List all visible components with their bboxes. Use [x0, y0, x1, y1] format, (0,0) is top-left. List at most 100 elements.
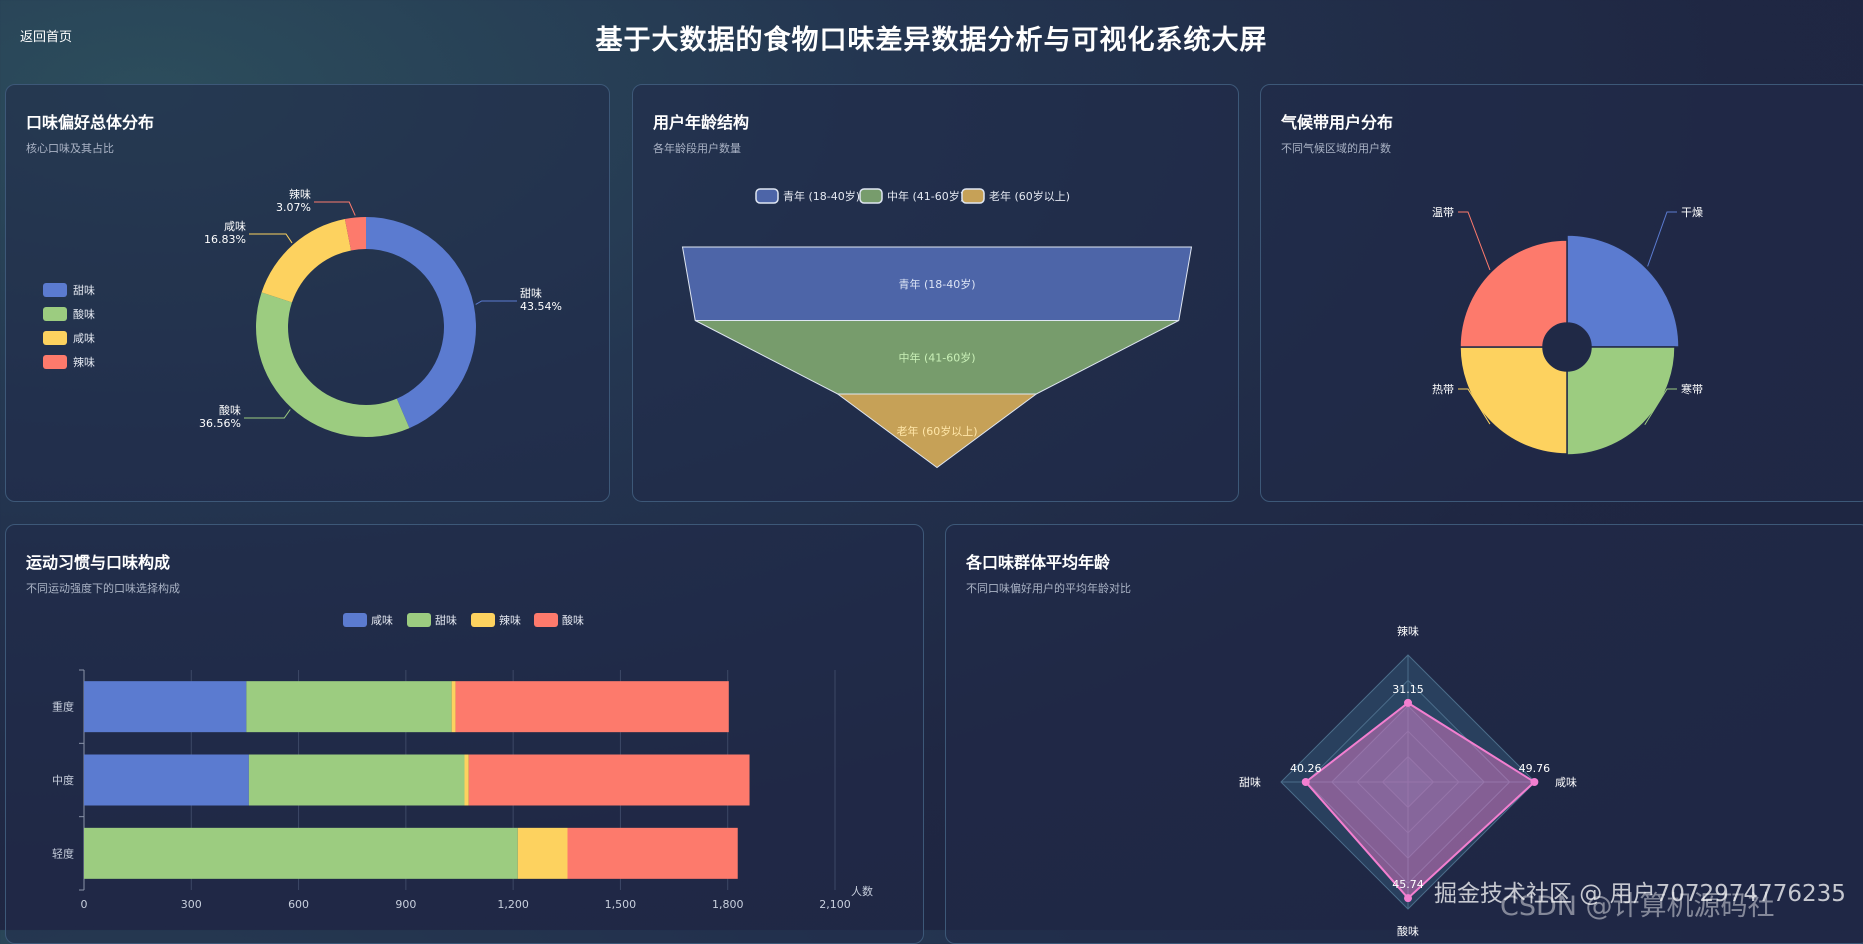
rose-slice-3[interactable]: [1459, 239, 1568, 348]
bar-segment-酸味[interactable]: [468, 754, 750, 806]
legend-label[interactable]: 老年 (60岁以上): [989, 189, 1070, 203]
bar-segment-酸味[interactable]: [455, 681, 729, 733]
bar-segment-甜味[interactable]: [246, 681, 452, 733]
radar-indicator-label: 甜味: [1239, 776, 1261, 789]
legend-swatch[interactable]: [43, 355, 67, 369]
bar-segment-甜味[interactable]: [84, 827, 518, 879]
legend-label[interactable]: 酸味: [562, 613, 584, 627]
bar-segment-辣味[interactable]: [517, 827, 568, 879]
slice-name-label: 甜味: [520, 287, 542, 300]
radar-point[interactable]: [1404, 894, 1412, 903]
radar-indicator-label: 咸味: [1555, 776, 1577, 789]
radar-value-label: 31.15: [1392, 683, 1424, 696]
legend-swatch[interactable]: [43, 331, 67, 345]
x-tick-label: 1,500: [605, 898, 637, 911]
radar-point[interactable]: [1404, 698, 1412, 707]
legend-label[interactable]: 甜味: [435, 614, 457, 627]
legend-swatch[interactable]: [43, 283, 67, 297]
legend-label[interactable]: 咸味: [371, 614, 393, 627]
age-funnel-chart[interactable]: 青年 (18-40岁) 青年 (18-40岁) 中年 (41-60岁) 中年 (41-…: [633, 85, 1239, 502]
slice-label: 寒带: [1681, 382, 1703, 396]
panel-title: 口味偏好总体分布: [26, 113, 155, 132]
rose-slice-2[interactable]: [1459, 346, 1568, 455]
slice-label: 温带: [1432, 206, 1454, 219]
legend-swatch[interactable]: [407, 613, 431, 627]
panel-title: 运动习惯与口味构成: [26, 553, 171, 572]
legend-label[interactable]: 中年 (41-60岁): [887, 189, 964, 203]
x-tick-label: 0: [81, 898, 88, 911]
bar-segment-甜味[interactable]: [248, 754, 465, 806]
legend-swatch[interactable]: [961, 188, 985, 204]
slice-percent-label: 43.54%: [520, 300, 562, 313]
label-line: [249, 233, 293, 244]
bar-segment-酸味[interactable]: [567, 827, 738, 879]
y-category-label: 轻度: [52, 846, 74, 860]
label-line: [1458, 388, 1491, 425]
x-axis-label: 人数: [851, 885, 873, 898]
donut-slice-2[interactable]: [261, 219, 352, 303]
donut-slice-0[interactable]: [366, 217, 476, 429]
legend-swatch[interactable]: [859, 188, 883, 204]
legend-label[interactable]: 青年 (18-40岁): [783, 189, 860, 203]
label-line: [1647, 211, 1677, 267]
legend-label[interactable]: 辣味: [499, 613, 521, 627]
legend-swatch[interactable]: [43, 307, 67, 321]
radar-indicator-label: 酸味: [1397, 924, 1419, 938]
label-line: [314, 201, 356, 216]
rose-slice-1[interactable]: [1566, 346, 1676, 456]
age-structure-panel: 用户年龄结构 各年龄段用户数量 青年 (18-40岁) 青年 (18-40岁) 中年…: [632, 84, 1239, 502]
bar-segment-咸味[interactable]: [84, 754, 249, 806]
bar-segment-辣味[interactable]: [451, 681, 456, 733]
slice-percent-label: 3.07%: [276, 201, 311, 214]
slice-percent-label: 16.83%: [204, 233, 246, 246]
slice-label: 干燥: [1681, 206, 1703, 219]
radar-value-label: 49.76: [1519, 762, 1551, 775]
panel-subtitle: 各年龄段用户数量: [653, 142, 741, 155]
funnel-layer-label: 老年 (60岁以上): [896, 424, 977, 438]
panel-title: 气候带用户分布: [1281, 113, 1394, 132]
label-line: [244, 409, 291, 419]
panel-subtitle: 不同气候区域的用户数: [1281, 142, 1391, 155]
panel-title: 用户年龄结构: [653, 113, 750, 132]
label-line: [1458, 211, 1491, 271]
legend-swatch[interactable]: [471, 613, 495, 627]
funnel-layer[interactable]: [836, 393, 1038, 469]
donut-slice-1[interactable]: [255, 292, 410, 437]
legend-label[interactable]: 辣味: [73, 355, 95, 369]
slice-name-label: 辣味: [289, 187, 311, 201]
y-category-label: 中度: [52, 773, 74, 787]
panel-subtitle: 不同运动强度下的口味选择构成: [26, 582, 180, 595]
x-tick-label: 300: [181, 898, 202, 911]
panel-subtitle: 核心口味及其占比: [26, 142, 114, 155]
back-home-link[interactable]: 返回首页: [20, 30, 73, 45]
radar-value-label: 45.74: [1392, 878, 1424, 891]
panel-subtitle: 不同口味偏好用户的平均年龄对比: [966, 582, 1131, 595]
radar-value-label: 40.26: [1290, 762, 1322, 775]
x-tick-label: 1,800: [712, 898, 744, 911]
bar-segment-辣味[interactable]: [464, 754, 469, 806]
radar-point[interactable]: [1530, 778, 1539, 786]
legend-swatch[interactable]: [534, 613, 558, 627]
legend-label[interactable]: 咸味: [73, 332, 95, 345]
y-category-label: 重度: [52, 700, 74, 714]
radar-indicator-label: 辣味: [1397, 624, 1419, 638]
bar-segment-咸味[interactable]: [84, 681, 247, 733]
slice-percent-label: 36.56%: [199, 417, 241, 430]
legend-swatch[interactable]: [755, 188, 779, 204]
funnel-layer-label: 青年 (18-40岁): [898, 277, 975, 291]
x-tick-label: 1,200: [497, 898, 529, 911]
funnel-layer-label: 中年 (41-60岁): [898, 350, 975, 364]
radar-point[interactable]: [1301, 778, 1310, 786]
legend-label[interactable]: 酸味: [73, 307, 95, 321]
legend-swatch[interactable]: [343, 613, 367, 627]
climate-panel: 气候带用户分布 不同气候区域的用户数 干燥寒带热带温带: [1260, 84, 1863, 502]
rose-slice-0[interactable]: [1566, 234, 1680, 348]
legend-label[interactable]: 甜味: [73, 284, 95, 297]
donut-slice-3[interactable]: [344, 217, 366, 251]
